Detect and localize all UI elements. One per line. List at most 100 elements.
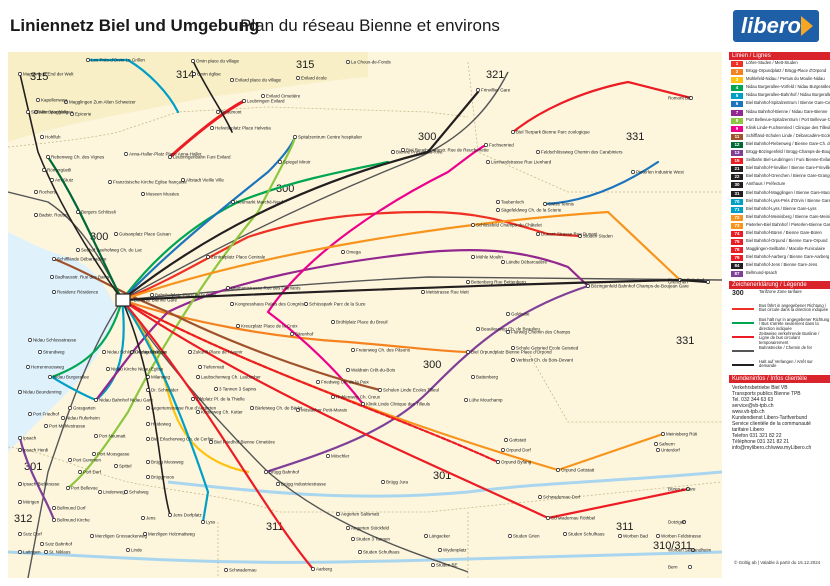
stop-marker[interactable] <box>209 440 213 444</box>
stop-marker[interactable] <box>94 434 98 438</box>
stop-marker[interactable] <box>40 542 44 546</box>
stop-marker[interactable] <box>18 72 22 76</box>
stop-marker[interactable] <box>201 520 205 524</box>
stop-marker[interactable] <box>124 490 128 494</box>
stop-marker[interactable] <box>466 350 470 354</box>
stop-marker[interactable] <box>146 437 150 441</box>
stop-marker[interactable] <box>92 452 96 456</box>
stop-marker[interactable] <box>146 388 150 392</box>
stop-marker[interactable] <box>210 126 214 130</box>
stop-marker[interactable] <box>61 416 65 420</box>
stop-marker[interactable] <box>34 213 38 217</box>
stop-marker[interactable] <box>563 532 567 536</box>
stop-marker[interactable] <box>486 160 490 164</box>
stop-marker[interactable] <box>124 152 128 156</box>
stop-marker[interactable] <box>216 110 220 114</box>
stop-marker[interactable] <box>206 255 210 259</box>
stop-marker[interactable] <box>543 202 547 206</box>
stop-marker[interactable] <box>464 398 468 402</box>
stop-marker[interactable] <box>508 534 512 538</box>
stop-marker[interactable] <box>381 480 385 484</box>
stop-marker[interactable] <box>68 458 72 462</box>
stop-marker[interactable] <box>678 278 682 282</box>
stop-marker[interactable] <box>501 260 505 264</box>
stop-marker[interactable] <box>64 100 68 104</box>
stop-marker[interactable] <box>250 406 254 410</box>
stop-marker[interactable] <box>68 406 72 410</box>
stop-marker[interactable] <box>264 470 268 474</box>
stop-marker[interactable] <box>431 563 435 567</box>
stop-marker[interactable] <box>618 534 622 538</box>
stop-marker[interactable] <box>351 348 355 352</box>
stop-marker[interactable] <box>146 406 150 410</box>
stop-marker[interactable] <box>196 410 200 414</box>
stop-marker[interactable] <box>304 302 308 306</box>
stop-marker[interactable] <box>511 346 515 350</box>
stop-marker[interactable] <box>586 284 590 288</box>
stop-marker[interactable] <box>689 96 693 100</box>
stop-marker[interactable] <box>496 208 500 212</box>
stop-marker[interactable] <box>511 358 515 362</box>
stop-marker[interactable] <box>661 432 665 436</box>
stop-marker[interactable] <box>346 526 350 530</box>
stop-marker[interactable] <box>26 365 30 369</box>
stop-marker[interactable] <box>236 324 240 328</box>
stop-marker[interactable] <box>466 280 470 284</box>
stop-marker[interactable] <box>691 548 695 552</box>
stop-marker[interactable] <box>331 395 335 399</box>
stop-marker[interactable] <box>656 448 660 452</box>
stop-marker[interactable] <box>471 255 475 259</box>
info-line[interactable]: service@vb-tpb.ch <box>732 402 774 409</box>
stop-marker[interactable] <box>34 110 38 114</box>
stop-marker[interactable] <box>108 180 112 184</box>
network-map[interactable]: 315 314 315 321 331 300 300 300 331 301 … <box>7 52 723 579</box>
stop-marker[interactable] <box>141 192 145 196</box>
stop-marker[interactable] <box>496 200 500 204</box>
stop-marker[interactable] <box>52 506 56 510</box>
stop-marker[interactable] <box>18 436 22 440</box>
stop-marker[interactable] <box>278 160 282 164</box>
stop-marker[interactable] <box>18 448 22 452</box>
stop-marker[interactable] <box>94 398 98 402</box>
stop-marker[interactable] <box>546 516 550 520</box>
stop-marker[interactable] <box>506 330 510 334</box>
stop-marker[interactable] <box>424 534 428 538</box>
stop-marker[interactable] <box>351 537 355 541</box>
stop-marker[interactable] <box>26 110 30 114</box>
stop-marker[interactable] <box>346 60 350 64</box>
stop-marker[interactable] <box>196 375 200 379</box>
stop-marker[interactable] <box>391 150 395 154</box>
stop-marker[interactable] <box>316 380 320 384</box>
stop-marker[interactable] <box>143 532 147 536</box>
stop-marker[interactable] <box>52 518 56 522</box>
stop-marker[interactable] <box>36 98 40 102</box>
stop-marker[interactable] <box>50 178 54 182</box>
stop-marker[interactable] <box>18 390 22 394</box>
stop-marker[interactable] <box>484 143 488 147</box>
stop-marker[interactable] <box>50 275 54 279</box>
stop-marker[interactable] <box>198 365 202 369</box>
stop-marker[interactable] <box>98 490 102 494</box>
stop-marker[interactable] <box>656 534 660 538</box>
stop-marker[interactable] <box>191 59 195 63</box>
stop-marker[interactable] <box>358 550 362 554</box>
stop-marker[interactable] <box>40 135 44 139</box>
stop-marker[interactable] <box>471 375 475 379</box>
stop-marker[interactable] <box>501 448 505 452</box>
stop-marker[interactable] <box>28 338 32 342</box>
stop-marker[interactable] <box>336 512 340 516</box>
stop-marker[interactable] <box>296 76 300 80</box>
stop-marker[interactable] <box>276 482 280 486</box>
